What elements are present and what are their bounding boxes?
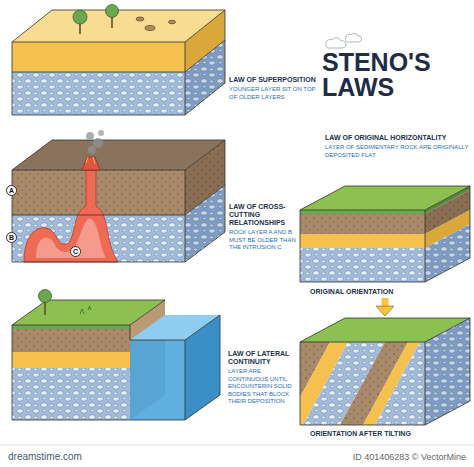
cross-cutting-block bbox=[185, 185, 225, 262]
cross-cutting-block bbox=[82, 157, 100, 170]
horizontal-block bbox=[300, 186, 470, 282]
footer-bar bbox=[0, 445, 474, 467]
superposition-block bbox=[12, 10, 225, 115]
superposition-block bbox=[136, 17, 144, 21]
layer-letter: B bbox=[6, 232, 17, 243]
cross-cutting-block bbox=[88, 146, 96, 154]
tilted-block bbox=[425, 318, 470, 425]
diagram-title: STENO'S LAWS bbox=[322, 50, 462, 100]
layer-letter: A bbox=[6, 185, 17, 196]
superposition-block bbox=[145, 26, 155, 31]
cross-cutting-block bbox=[36, 218, 106, 258]
superposition-block bbox=[73, 10, 87, 24]
law-heading: LAW OF ORIGINAL HORIZONTALITY bbox=[325, 134, 470, 142]
law-description: YOUNGER LAYER SIT ON TOP OF OLDER LAYERS bbox=[229, 86, 317, 101]
lateral-block bbox=[12, 329, 130, 352]
lateral-block bbox=[12, 368, 130, 420]
horizontal-block bbox=[300, 234, 425, 248]
horizontal-block bbox=[300, 214, 425, 234]
tilted-block bbox=[300, 318, 470, 425]
cross-cutting-block bbox=[93, 138, 103, 148]
cross-cutting-block bbox=[12, 130, 225, 262]
lateral-block bbox=[12, 325, 130, 329]
superposition-block bbox=[185, 40, 225, 115]
horizontal-block bbox=[300, 210, 425, 214]
law-heading: LAW OF CROSS-CUTTING RELATIONSHIPS bbox=[229, 203, 297, 227]
law-description: ROCK LAYER A AND B MUST BE OLDER THAN TH… bbox=[229, 229, 297, 252]
watermark: dreamstime.com bbox=[8, 451, 82, 463]
footer-bar bbox=[0, 445, 474, 467]
image-id: ID 401406283 © VectorMine bbox=[353, 451, 466, 463]
arrow-head bbox=[376, 306, 394, 316]
cross-cutting-block bbox=[86, 132, 94, 140]
law-description: LAYER OF SEDIMENTARY ROCK ARE ORIGINALLY… bbox=[325, 144, 470, 159]
clouds bbox=[326, 33, 362, 48]
horizontal-block bbox=[300, 248, 425, 282]
law-heading: LAW OF LATERAL CONTINUITY bbox=[228, 350, 298, 366]
superposition-block bbox=[12, 42, 185, 72]
clouds bbox=[345, 33, 361, 42]
superposition-block bbox=[12, 72, 185, 115]
lateral-block bbox=[185, 315, 220, 420]
lateral-block bbox=[12, 290, 220, 421]
lateral-block bbox=[39, 290, 52, 303]
superposition-block bbox=[12, 5, 225, 116]
cross-cutting-block bbox=[24, 170, 118, 262]
tilted-block bbox=[300, 342, 425, 425]
tilted-block bbox=[375, 342, 425, 425]
clouds bbox=[326, 38, 346, 48]
cross-cutting-block bbox=[86, 157, 95, 164]
orientation-panel: ORIENTATION AFTER TILTING bbox=[300, 316, 470, 440]
panel-caption: ORIGINAL ORIENTATION bbox=[310, 288, 466, 296]
footer-bar bbox=[0, 445, 474, 446]
superposition-block bbox=[169, 20, 176, 24]
panel-caption: ORIENTATION AFTER TILTING bbox=[310, 430, 466, 438]
law-heading: LAW OF SUPERPOSITION bbox=[229, 76, 317, 84]
orientation-arrow bbox=[376, 298, 394, 316]
horizontal-block bbox=[300, 186, 470, 282]
superposition-block bbox=[106, 5, 119, 18]
cross-cutting-block bbox=[98, 130, 104, 136]
lateral-block bbox=[12, 300, 220, 420]
cross-cutting-block bbox=[12, 140, 225, 262]
law-description: LAYER ARE CONTINUOUS UNTIL ENCOUNTERIN S… bbox=[228, 368, 298, 406]
lateral-block bbox=[12, 352, 130, 368]
lateral-block bbox=[130, 340, 185, 420]
tilted-block bbox=[205, 318, 474, 425]
orientation-panel: ORIGINAL ORIENTATION bbox=[300, 186, 470, 298]
lateral-block bbox=[80, 306, 91, 314]
lateral-block bbox=[44, 302, 46, 315]
layer-letter: C bbox=[70, 246, 81, 257]
horizontal-block bbox=[425, 224, 470, 282]
